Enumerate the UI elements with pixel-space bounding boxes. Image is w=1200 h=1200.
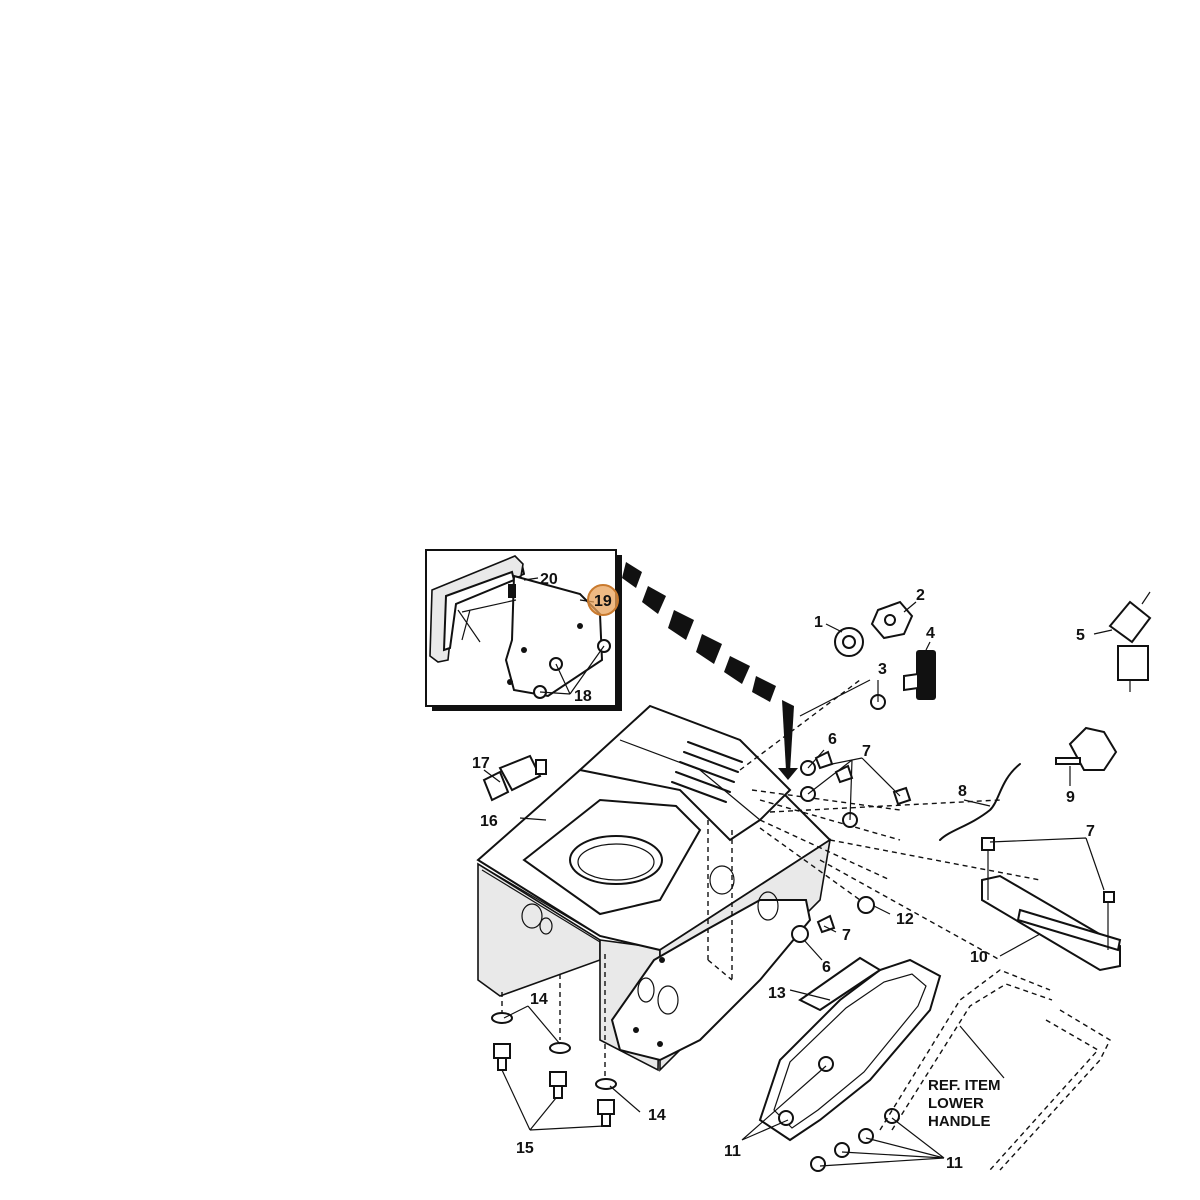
reference-note: REF. ITEM LOWER HANDLE	[928, 1077, 1001, 1130]
inset-detail: 20 19 18	[425, 549, 622, 711]
highlight-marker	[587, 584, 619, 616]
ref-note-line-2: LOWER	[928, 1095, 984, 1112]
callout-14-lower: 14	[648, 1107, 666, 1124]
callout-13: 13	[768, 985, 786, 1002]
callout-4: 4	[926, 625, 935, 642]
callout-8: 8	[958, 783, 967, 800]
callout-7-upper: 7	[862, 743, 871, 760]
ref-note-line-1: REF. ITEM	[928, 1077, 1001, 1094]
callout-16: 16	[480, 813, 498, 830]
callout-labels: 1 2 3 4 5 6 6 7 7 7 8 9 10 11 11 12 13 1…	[472, 587, 1095, 1172]
main-housing	[476, 679, 1041, 1078]
callout-5: 5	[1076, 627, 1085, 644]
callout-20: 20	[540, 571, 558, 588]
callout-10: 10	[970, 949, 988, 966]
small-parts	[482, 591, 1152, 1172]
callout-11-left: 11	[724, 1143, 741, 1160]
callout-6-lower: 6	[822, 959, 831, 976]
callout-6-upper: 6	[828, 731, 837, 748]
callout-7-right: 7	[1086, 823, 1095, 840]
callout-17: 17	[472, 755, 490, 772]
callout-19: 19	[594, 593, 612, 610]
callout-1: 1	[814, 614, 823, 631]
callout-3: 3	[878, 661, 887, 678]
callout-11-right: 11	[946, 1155, 963, 1172]
ref-note-line-3: HANDLE	[928, 1113, 991, 1130]
leader-lines	[483, 601, 1113, 1167]
callout-9: 9	[1066, 789, 1075, 806]
callout-2: 2	[916, 587, 925, 604]
callout-18: 18	[574, 688, 592, 705]
callout-7-lower: 7	[842, 927, 851, 944]
callout-12: 12	[896, 911, 914, 928]
detail-pointer	[622, 562, 798, 780]
callout-14-upper: 14	[530, 991, 548, 1008]
callout-15: 15	[516, 1140, 534, 1157]
